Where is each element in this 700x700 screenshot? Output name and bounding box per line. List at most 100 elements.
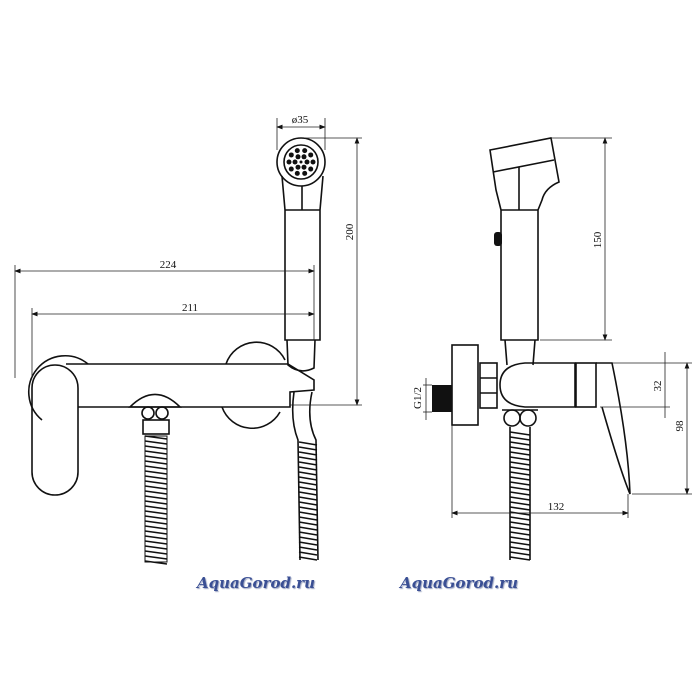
hose-winding bbox=[144, 550, 168, 555]
side-hose-windings bbox=[298, 441, 318, 561]
hose-winding bbox=[509, 461, 531, 466]
hose-winding bbox=[144, 545, 168, 550]
connector-nut-left bbox=[141, 406, 155, 420]
hose-winding bbox=[509, 541, 531, 546]
hose-winding bbox=[298, 536, 318, 541]
hose-winding bbox=[298, 501, 318, 506]
side-view-hose bbox=[509, 427, 531, 560]
dim-body-width: 211 bbox=[182, 302, 198, 314]
nozzle-hole bbox=[302, 170, 308, 176]
side-hose bbox=[291, 391, 319, 561]
hose-winding bbox=[298, 556, 318, 561]
hose-winding bbox=[509, 516, 531, 521]
nozzle-hole bbox=[295, 154, 301, 160]
hose-winding bbox=[144, 530, 168, 535]
hose-winding bbox=[144, 465, 168, 470]
side-lever bbox=[596, 362, 631, 495]
wall-plate bbox=[451, 344, 479, 426]
dim-thread: G1/2 bbox=[412, 387, 424, 409]
hose-winding bbox=[509, 506, 531, 511]
hose-winding bbox=[298, 491, 318, 496]
cartridge bbox=[575, 362, 597, 408]
hose-winding bbox=[509, 526, 531, 531]
hose-winding bbox=[144, 455, 168, 460]
hose-winding bbox=[144, 440, 168, 445]
nozzle-hole bbox=[301, 154, 307, 160]
hose-winding bbox=[509, 546, 531, 551]
hose-winding bbox=[509, 441, 531, 446]
hose-winding bbox=[144, 555, 168, 560]
hose-winding bbox=[509, 431, 531, 436]
hose-winding bbox=[144, 495, 168, 500]
connector-sleeve bbox=[142, 419, 170, 435]
handset-front bbox=[276, 137, 326, 372]
nozzle-hole bbox=[292, 159, 298, 165]
nozzle-hole bbox=[286, 159, 292, 165]
nut bbox=[479, 362, 498, 409]
nozzle-hole bbox=[302, 148, 308, 154]
hose-winding bbox=[144, 480, 168, 485]
hose-winding bbox=[298, 471, 318, 476]
hose-winding bbox=[144, 450, 168, 455]
hose-winding bbox=[144, 460, 168, 465]
hose-winding bbox=[509, 466, 531, 471]
dim-lever-height: 98 bbox=[674, 420, 686, 432]
trigger-button bbox=[494, 232, 502, 246]
hose-winding bbox=[298, 531, 318, 536]
hose-winding bbox=[298, 486, 318, 491]
hose-nut-right bbox=[519, 409, 537, 427]
thread-connector bbox=[432, 385, 452, 412]
hose-winding bbox=[509, 551, 531, 556]
connector-nut-right bbox=[155, 406, 169, 420]
hose-winding bbox=[298, 506, 318, 511]
nozzle-hole bbox=[294, 148, 300, 154]
mixer-handle bbox=[31, 364, 79, 496]
hose-winding bbox=[298, 451, 318, 456]
hose-winding bbox=[509, 536, 531, 541]
hose-winding bbox=[144, 540, 168, 545]
watermark-left: AquaGorod.ru bbox=[197, 574, 315, 592]
right-rosette bbox=[221, 341, 286, 430]
side-view: 150 G1/2 32 98 132 bbox=[412, 137, 692, 561]
handset-side bbox=[489, 137, 560, 366]
hose-nut-left bbox=[503, 409, 521, 427]
hose-winding bbox=[509, 451, 531, 456]
front-view: ø35 200 224 211 bbox=[14, 114, 362, 565]
hose-winding bbox=[509, 456, 531, 461]
nozzle-hole bbox=[301, 164, 307, 170]
hose-winding bbox=[144, 525, 168, 530]
hose-winding bbox=[298, 541, 318, 546]
hose-winding bbox=[298, 546, 318, 551]
dim-overall-width: 224 bbox=[160, 259, 177, 271]
side-dimension-lines bbox=[423, 137, 692, 518]
hose-winding bbox=[298, 476, 318, 481]
hose-winding bbox=[509, 481, 531, 486]
nozzle-hole bbox=[295, 164, 301, 170]
hose-winding bbox=[144, 485, 168, 490]
dim-diameter: ø35 bbox=[292, 114, 309, 126]
hose-winding bbox=[509, 501, 531, 506]
hose-winding bbox=[144, 520, 168, 525]
hose-winding bbox=[144, 505, 168, 510]
side-view-hose-windings bbox=[509, 431, 531, 561]
hose-winding bbox=[509, 436, 531, 441]
hose-winding bbox=[144, 500, 168, 505]
hose-winding bbox=[144, 470, 168, 475]
hose-winding bbox=[298, 441, 318, 446]
nozzle-hole bbox=[308, 152, 314, 158]
nozzle-hole bbox=[294, 170, 300, 176]
center-hose bbox=[144, 435, 168, 565]
nozzle-hole bbox=[310, 159, 316, 165]
front-dimension-lines bbox=[14, 118, 362, 406]
hose-winding bbox=[298, 466, 318, 471]
hose-winding bbox=[144, 560, 168, 565]
hose-winding bbox=[509, 446, 531, 451]
nozzle-hole bbox=[304, 159, 310, 165]
nozzle-hole bbox=[288, 166, 294, 172]
nozzle-hole bbox=[299, 160, 303, 164]
dim-total-height: 200 bbox=[344, 223, 356, 240]
hose-winding bbox=[509, 556, 531, 561]
nozzle-hole bbox=[308, 166, 314, 172]
hose-winding bbox=[509, 476, 531, 481]
